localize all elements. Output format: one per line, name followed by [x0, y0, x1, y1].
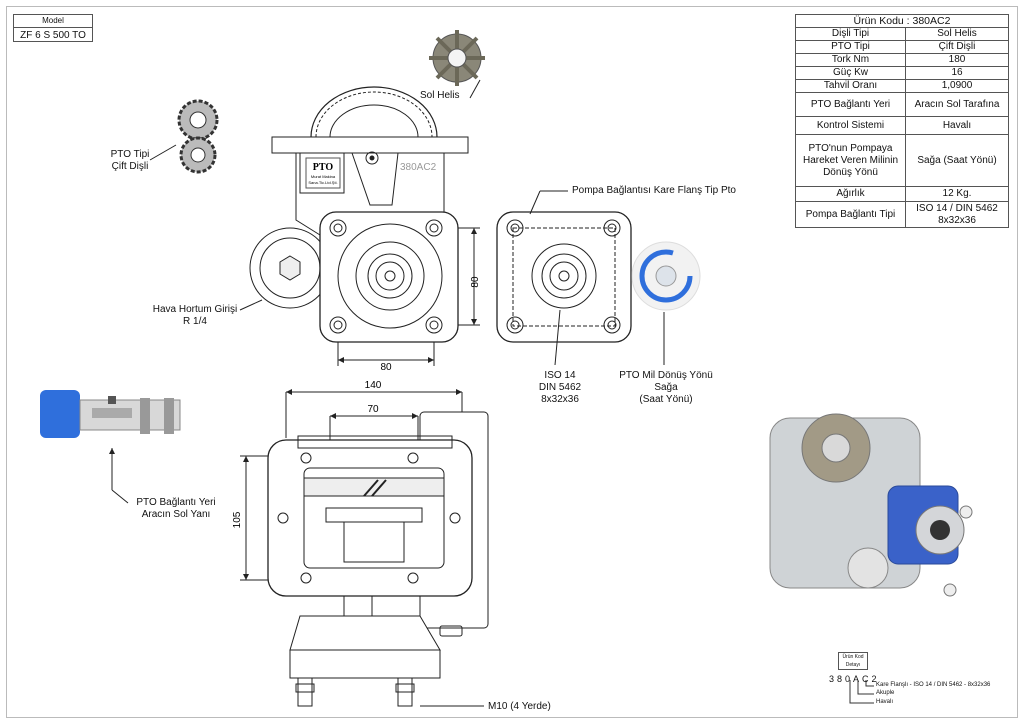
double-gear-icon: [177, 99, 219, 174]
part-code-mark: 380AC2: [400, 162, 437, 173]
drawing-frame: [6, 6, 1018, 718]
leader-lines: [111, 144, 665, 707]
helical-gear-icon: [429, 30, 485, 86]
dim-140: 140: [365, 380, 382, 391]
spec-key: PTO Bağlantı Yeri: [795, 92, 906, 117]
pto-top-view: [267, 411, 489, 707]
code-legend-code: 380AC2: [829, 674, 880, 684]
spec-value: Sağa (Saat Yönü): [905, 134, 1009, 187]
dim-80-vertical: 80: [470, 276, 481, 288]
dim-80-horizontal: 80: [380, 362, 392, 373]
svg-text:PTO: PTO: [313, 162, 334, 173]
dim-105: 105: [232, 511, 243, 528]
dim-70: 70: [367, 404, 379, 415]
code-legend-line: Kare Flanşlı - ISO 14 / DIN 5462 - 8x32x…: [876, 682, 991, 688]
flange-side-view: [496, 211, 632, 343]
spec-value: ISO 14 / DIN 5462 8x32x36: [905, 201, 1009, 228]
code-legend-line: Havalı: [876, 699, 894, 705]
label-sol-helis: Sol Helis: [420, 90, 460, 101]
spec-key: PTO'nun Pompaya Hareket Veren Milinin Dö…: [795, 134, 906, 187]
svg-text:Murat Makina: Murat Makina: [311, 174, 336, 179]
spec-value: Aracın Sol Tarafına: [905, 92, 1009, 117]
spec-key: Pompa Bağlantı Tipi: [795, 201, 906, 228]
model-box: Model ZF 6 S 500 TO: [13, 14, 93, 42]
rotation-direction-icon: [631, 241, 701, 311]
code-legend-lines: [849, 680, 874, 704]
code-legend-line: Akuple: [876, 690, 895, 696]
table-row: PTO'nun Pompaya Hareket Veren Milinin Dö…: [795, 134, 1009, 187]
label-m10: M10 (4 Yerde): [488, 701, 551, 712]
model-label: Model: [14, 15, 92, 28]
svg-text:Sana.Tic.Ltd.Şti.: Sana.Tic.Ltd.Şti.: [308, 180, 337, 185]
label-pompa-flans: Pompa Bağlantısı Kare Flanş Tip Pto: [572, 185, 736, 196]
truck-icon: [40, 390, 181, 438]
leader-line: [469, 79, 481, 99]
pto-front-view: [249, 86, 469, 343]
model-value: ZF 6 S 500 TO: [20, 30, 86, 41]
product-photo: [769, 413, 973, 597]
pto-logo: PTO Murat Makina Sana.Tic.Ltd.Şti.: [305, 157, 341, 189]
